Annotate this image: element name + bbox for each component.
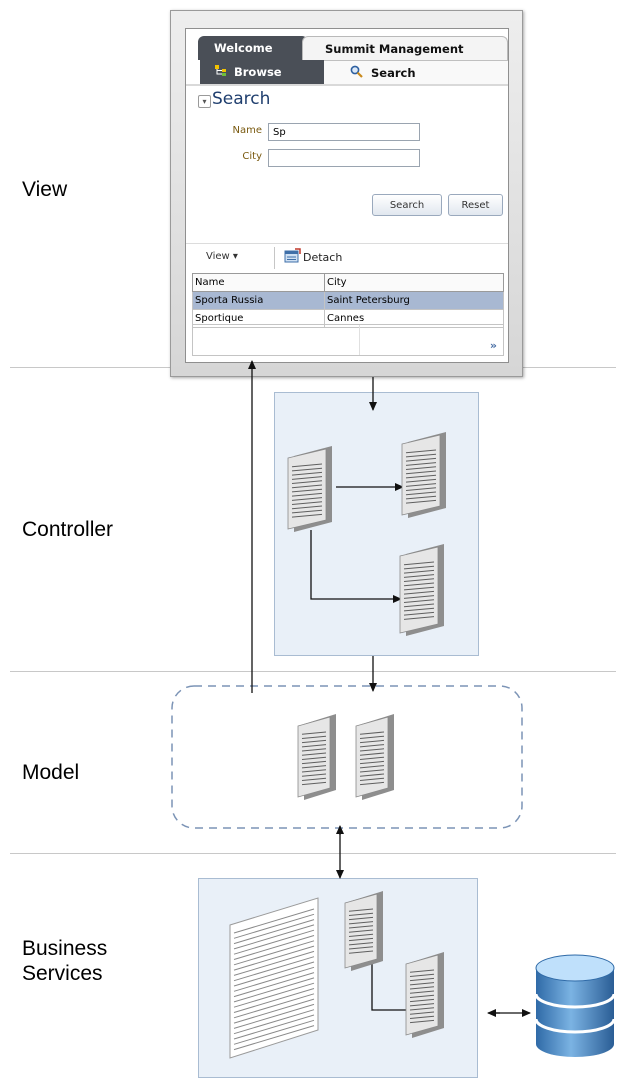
subtab-bar-underline xyxy=(186,84,508,86)
magnifier-icon xyxy=(350,65,363,81)
controller-target-document-icon xyxy=(401,432,446,518)
name-input[interactable]: Sp xyxy=(268,123,420,141)
subtab-search[interactable]: Search xyxy=(324,60,508,84)
database-icon xyxy=(534,954,616,1057)
layer-separator-model-business xyxy=(10,853,616,854)
toolbar-divider xyxy=(186,243,508,244)
view-window-frame: Welcome Summit Management Browse Searc xyxy=(170,10,523,377)
city-input[interactable] xyxy=(268,149,420,167)
business-label-line2: Services xyxy=(22,962,103,985)
search-panel-title: Search xyxy=(212,89,271,109)
more-columns-icon[interactable]: » xyxy=(489,339,497,352)
detach-icon xyxy=(284,248,301,266)
controller-layer-label: Controller xyxy=(22,518,114,541)
search-button[interactable]: Search xyxy=(372,194,442,216)
column-header-name[interactable]: Name xyxy=(192,273,325,292)
city-field-label: City xyxy=(242,151,262,162)
reset-button[interactable]: Reset xyxy=(448,194,503,216)
name-field-label: Name xyxy=(232,125,262,136)
table-empty-area: » xyxy=(192,324,504,356)
disclosure-chevron-icon[interactable]: ▾ xyxy=(198,95,211,108)
subtab-browse-label: Browse xyxy=(234,65,282,79)
view-layer-label: View xyxy=(22,178,68,201)
subtab-browse[interactable]: Browse xyxy=(200,60,324,84)
controller-target-document-icon xyxy=(399,544,444,636)
business-services-layer-label: Business Services xyxy=(22,936,107,986)
subtab-search-label: Search xyxy=(371,65,416,80)
table-column-divider xyxy=(359,325,360,355)
business-document-icon xyxy=(344,891,383,971)
layer-separator-controller-model xyxy=(10,671,616,672)
business-object-connector xyxy=(371,957,410,1011)
controller-flow-arrow-down-right xyxy=(310,530,402,603)
results-table: Name City Sporta Russia Saint Petersburg… xyxy=(192,273,504,328)
table-row[interactable]: Sportique Cannes xyxy=(192,309,504,328)
summit-app-screen: Welcome Summit Management Browse Searc xyxy=(185,28,509,363)
model-document-icon xyxy=(297,714,336,800)
model-layer-label: Model xyxy=(22,761,80,784)
controller-source-document-icon xyxy=(287,446,332,532)
model-document-icon xyxy=(355,714,394,800)
browse-icon xyxy=(214,64,228,80)
business-label-line1: Business xyxy=(22,937,108,960)
view-menu[interactable]: View ▾ xyxy=(206,251,238,262)
toolbar-separator xyxy=(274,247,275,269)
view-menu-label: View xyxy=(206,251,230,262)
business-document-icon xyxy=(405,952,444,1038)
chevron-down-icon: ▾ xyxy=(232,251,238,262)
detach-label: Detach xyxy=(303,250,343,264)
tab-welcome[interactable]: Welcome xyxy=(198,36,308,60)
table-row[interactable]: Sporta Russia Saint Petersburg xyxy=(192,291,504,310)
table-cell-city: Saint Petersburg xyxy=(324,291,504,310)
detach-button[interactable]: Detach xyxy=(284,248,342,266)
table-cell-city: Cannes xyxy=(324,309,504,328)
business-service-page-icon xyxy=(229,897,319,1059)
tab-summit-management[interactable]: Summit Management xyxy=(302,36,508,60)
